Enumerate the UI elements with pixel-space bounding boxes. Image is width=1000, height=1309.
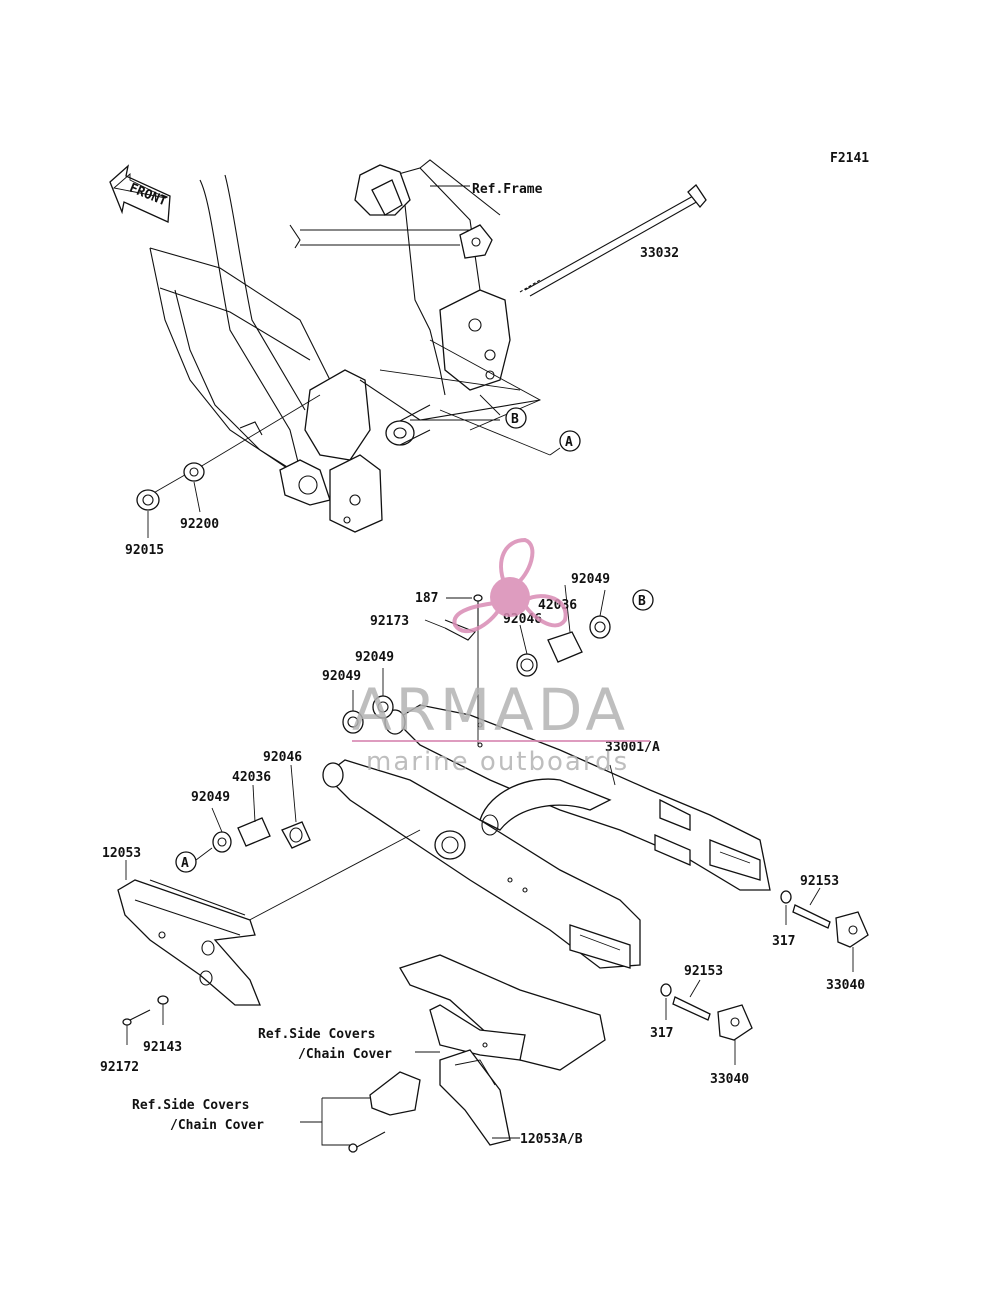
- label-33040-right: 33040: [826, 978, 865, 993]
- label-33001: 33001/A: [605, 740, 660, 755]
- label-92173: 92173: [370, 614, 409, 629]
- propeller-logo-icon: [452, 537, 568, 634]
- swingarm-drawing: [239, 610, 771, 969]
- label-92172: 92172: [100, 1060, 139, 1075]
- svg-text:A: A: [181, 856, 189, 871]
- label-92049-b: 92049: [322, 669, 361, 684]
- nut-92143: [157, 995, 169, 1005]
- label-92153-right: 92153: [800, 874, 839, 889]
- label-ref-frame: Ref.Frame: [472, 182, 543, 197]
- label-chain-cover-2: /Chain Cover: [170, 1118, 264, 1133]
- ref-circle-a-top: A: [559, 430, 581, 452]
- label-12053: 12053: [102, 846, 141, 861]
- ref-circle-b-top: B: [505, 407, 527, 429]
- washer-92015: [136, 489, 160, 511]
- adjuster-right: [780, 890, 869, 948]
- label-92143: 92143: [143, 1040, 182, 1055]
- part-labels: F2141 Ref.Frame 33032 92015 92200 187 92…: [100, 151, 869, 1147]
- washer-92200: [183, 462, 205, 482]
- label-92049-mid: 92049: [191, 790, 230, 805]
- label-42036-mid: 42036: [232, 770, 271, 785]
- watermark-tagline: marine outboards: [366, 747, 629, 777]
- label-317-right: 317: [772, 934, 795, 949]
- label-33032: 33032: [640, 246, 679, 261]
- label-92049-top: 92049: [571, 572, 610, 587]
- svg-text:B: B: [511, 412, 519, 427]
- front-arrow-icon: FRONT: [109, 164, 171, 223]
- label-92049-a: 92049: [355, 650, 394, 665]
- label-12053ab: 12053A/B: [520, 1132, 583, 1147]
- label-42036-top: 42036: [538, 598, 577, 613]
- label-ref-side-covers-2: Ref.Side Covers: [132, 1098, 249, 1113]
- diagram-code: F2141: [830, 151, 869, 166]
- adjuster-center: [660, 983, 753, 1041]
- chain-guide-12053: [117, 879, 261, 1006]
- svg-text:B: B: [638, 594, 646, 609]
- label-317-center: 317: [650, 1026, 673, 1041]
- watermark: ARMADA marine outboards: [352, 537, 650, 777]
- label-chain-cover-1: /Chain Cover: [298, 1047, 392, 1062]
- label-92153-center: 92153: [684, 964, 723, 979]
- svg-text:A: A: [565, 435, 573, 450]
- label-33040-center: 33040: [710, 1072, 749, 1087]
- label-92046-mid: 92046: [263, 750, 302, 765]
- label-187: 187: [415, 591, 438, 606]
- label-92015: 92015: [125, 543, 164, 558]
- ref-circle-b-bottom: B: [632, 589, 654, 611]
- label-ref-side-covers-1: Ref.Side Covers: [258, 1027, 375, 1042]
- label-92200: 92200: [180, 517, 219, 532]
- bolt-92172: [122, 1009, 151, 1026]
- chain-cover-drawing: [348, 954, 606, 1153]
- bearing-parts-mid: [212, 817, 311, 853]
- frame-drawing: [149, 159, 707, 533]
- watermark-brand: ARMADA: [352, 676, 629, 744]
- ref-circle-a-bottom: A: [175, 851, 197, 873]
